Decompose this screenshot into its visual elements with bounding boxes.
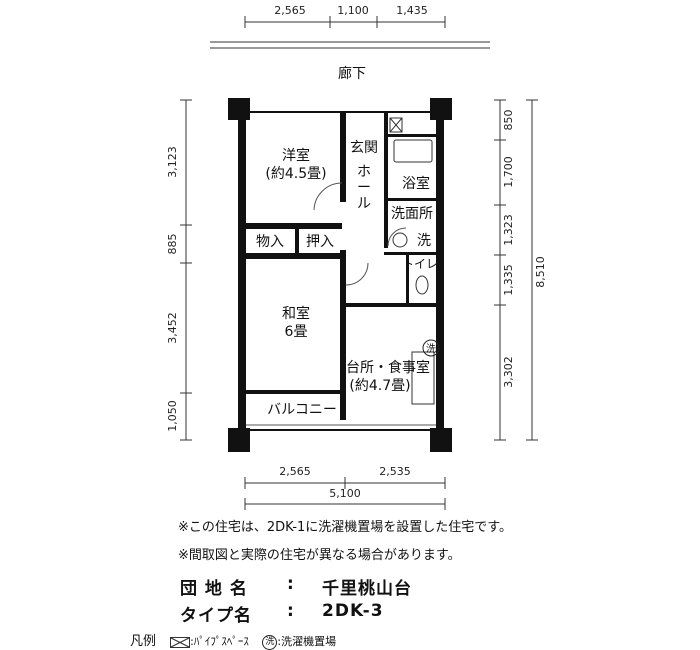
room-closet: 押入: [306, 234, 334, 250]
dim-left-3: 3,452: [166, 312, 179, 344]
top-dimensions: 2,565 1,100 1,435: [244, 4, 446, 28]
room-washroom: 洗面所: [391, 206, 433, 222]
legend-title: 凡例: [130, 634, 157, 649]
complex-name-row: 団 地 名 : 千里桃山台: [180, 574, 411, 599]
note-washer-installation: ※この住宅は、2DK-1に洗濯機置場を設置した住宅です。: [178, 520, 512, 535]
dim-right-5: 3,302: [502, 356, 515, 388]
room-entrance: 玄関: [350, 139, 378, 156]
right-dimensions: 850 1,700 1,323 1,335 3,302 8,510: [494, 99, 547, 441]
kitchen-counter: [411, 351, 435, 405]
legend-pipe-space-label: :ﾊﾟｲﾌﾟｽﾍﾟｰｽ: [190, 635, 249, 648]
room-kitchen-name: 台所・食事室: [346, 359, 430, 376]
dim-top-2: 1,100: [337, 4, 369, 17]
room-hall-2: ー: [357, 180, 371, 196]
dim-right-3: 1,323: [502, 214, 515, 246]
legend-pipe-space: :ﾊﾟｲﾌﾟｽﾍﾟｰｽ: [170, 635, 252, 648]
room-japanese-name: 和室: [282, 305, 310, 322]
bottom-dimensions: 2,565 2,535 5,100: [244, 465, 446, 510]
room-kitchen-size: (約4.7畳): [349, 378, 410, 394]
dim-top-1: 2,565: [274, 4, 306, 17]
walls: [238, 111, 444, 432]
dim-bottom-1: 2,565: [279, 465, 311, 478]
dim-left-1: 3,123: [166, 146, 179, 178]
room-bath: 浴室: [402, 175, 430, 192]
room-storage: 物入: [256, 234, 284, 250]
left-dimensions: 3,123 885 3,452 1,050: [166, 99, 192, 441]
complex-name-colon: :: [287, 574, 295, 594]
room-balcony: バルコニー: [267, 402, 337, 418]
corridor-label: 廊下: [338, 65, 366, 82]
type-name-row: タイプ名 : 2DK-3: [180, 601, 383, 626]
dim-right-2: 1,700: [502, 156, 515, 188]
dim-right-total: 8,510: [534, 256, 547, 288]
legend-washer-label: :洗濯機置場: [277, 635, 337, 648]
pipe-space-icon: [170, 636, 191, 648]
corridor-rails: [210, 41, 490, 49]
legend-washer: 洗:洗濯機置場: [262, 634, 337, 650]
dim-left-4: 1,050: [166, 400, 179, 432]
dim-right-1: 850: [502, 110, 515, 131]
washer-mark-circle: [422, 339, 440, 357]
bathtub: [393, 139, 433, 163]
dim-bottom-2: 2,535: [379, 465, 411, 478]
room-hall-3: ル: [357, 196, 371, 212]
dim-bottom-total: 5,100: [329, 487, 361, 500]
complex-name-value: 千里桃山台: [322, 579, 412, 599]
type-name-value: 2DK-3: [322, 601, 384, 621]
door-swings: [313, 182, 407, 286]
room-hall-1: ホ: [357, 164, 371, 180]
corner-columns: [228, 98, 452, 452]
toilet-fixture: [415, 275, 429, 295]
washer-icon: 洗: [262, 634, 278, 650]
floor-plan: 2,565 1,100 1,435 廊下 3,123 885 3,452 1,0…: [166, 4, 547, 510]
washer-mark: 洗: [426, 343, 436, 355]
room-japanese-size: 6畳: [285, 324, 308, 340]
complex-name-label: 団 地 名: [180, 579, 248, 599]
room-western-name: 洋室: [282, 147, 310, 164]
type-name-colon: :: [287, 601, 295, 621]
dim-top-3: 1,435: [396, 4, 428, 17]
room-toilet: トイレ: [402, 257, 438, 271]
wash-basin: [392, 232, 408, 248]
room-western-size: (約4.5畳): [265, 166, 326, 182]
pipe-space: [389, 117, 403, 133]
dim-left-2: 885: [166, 234, 179, 255]
type-name-label: タイプ名: [180, 606, 252, 626]
dim-right-4: 1,335: [502, 264, 515, 296]
room-washer-small: 洗: [417, 233, 431, 249]
note-plan-disclaimer: ※間取図と実際の住宅が異なる場合があります。: [178, 548, 461, 563]
legend: 凡例 :ﾊﾟｲﾌﾟｽﾍﾟｰｽ 洗:洗濯機置場: [130, 630, 336, 650]
